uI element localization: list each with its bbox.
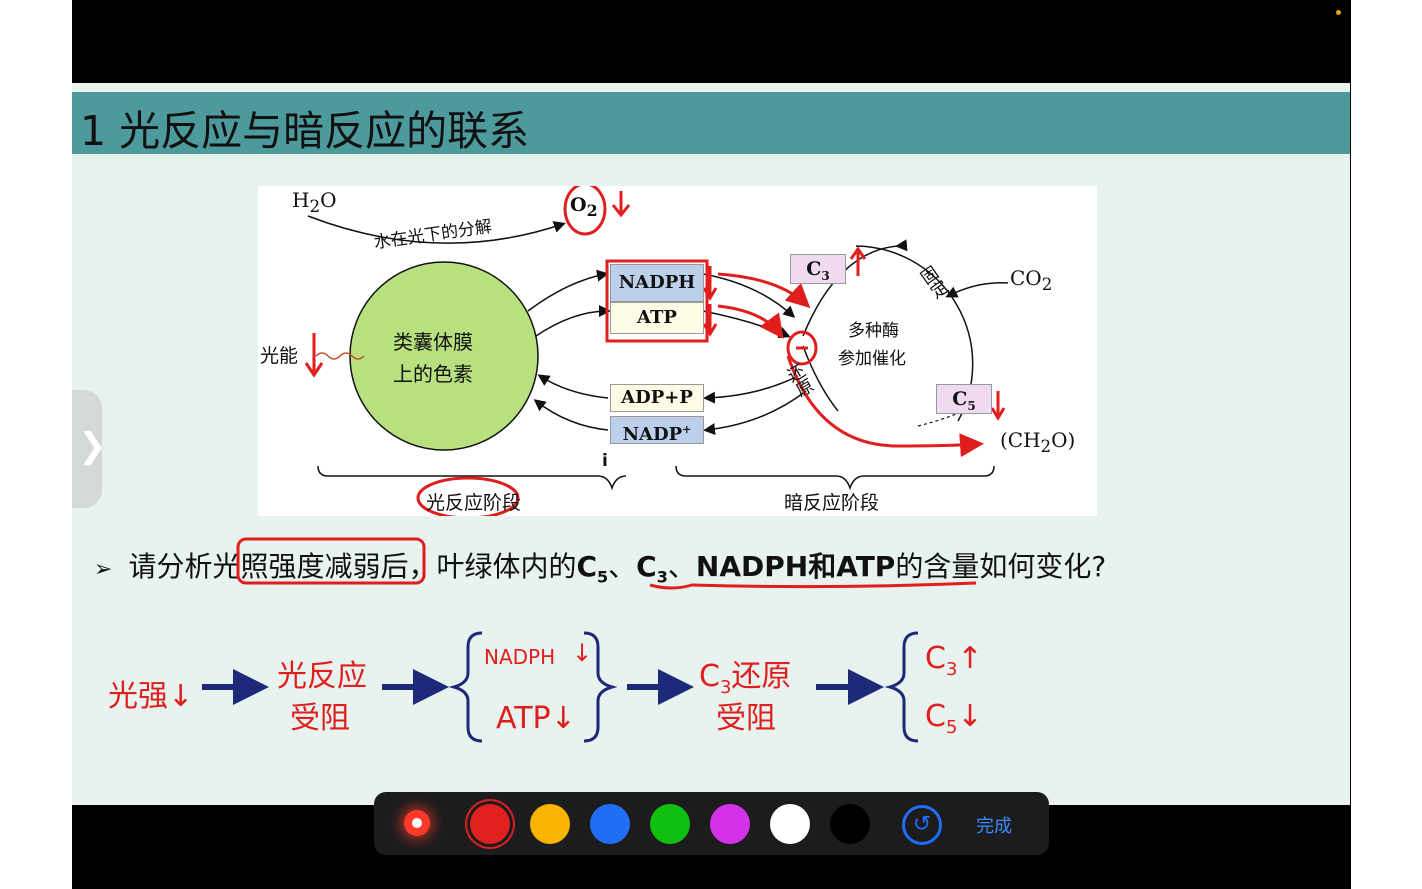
photosynthesis-diagram: H2O 水在光下的分解 O2 光能 类囊体膜 上的色素 NADPH ATP AD… <box>258 186 1097 516</box>
ch2o-label: (CH2O) <box>1000 428 1076 456</box>
nadp-box: NADP+ <box>610 416 704 445</box>
color-green[interactable] <box>650 804 690 844</box>
question-sep2: 、 <box>667 550 696 583</box>
undo-icon[interactable]: ↺ <box>902 805 942 845</box>
left-margin <box>0 0 72 889</box>
color-blue[interactable] <box>590 804 630 844</box>
color-yellow[interactable] <box>530 804 570 844</box>
question-annotations <box>236 537 977 590</box>
question-prefix: 请分析光照强度减弱后，叶绿体内的 <box>128 550 577 583</box>
slide-title: 1 光反应与暗反应的联系 <box>80 107 530 155</box>
chevron-right-icon: ❯ <box>78 426 107 466</box>
flow-c3-result: C3↑ <box>925 641 983 680</box>
flow-step-light-reaction-1: 光反应 <box>277 659 367 694</box>
color-purple[interactable] <box>710 804 750 844</box>
flow-nadph: NADPH <box>484 645 556 669</box>
side-panel-handle[interactable]: ❯ <box>72 390 107 508</box>
dark-stage-label: 暗反应阶段 <box>784 492 880 514</box>
enzymes-label-2: 参加催化 <box>838 349 906 369</box>
light-stage-label: 光反应阶段 <box>426 492 522 514</box>
c5-box: C5 <box>936 384 992 414</box>
color-red[interactable] <box>470 804 510 844</box>
flow-c3-reduction-1: C3还原 <box>699 659 792 698</box>
slide: 1 光反应与暗反应的联系 <box>72 83 1350 805</box>
atp-box: ATP <box>610 302 704 334</box>
flow-c3-reduction-2: 受阻 <box>716 701 776 736</box>
question-nadph-atp: NADPH和ATP <box>695 550 896 583</box>
c3-box: C3 <box>790 254 846 284</box>
i-mark: i <box>602 451 608 471</box>
color-black[interactable] <box>830 804 870 844</box>
laser-pointer-icon[interactable] <box>404 810 430 836</box>
done-button[interactable]: 完成 <box>976 816 1012 837</box>
adp-p-box: ADP+P <box>610 384 704 412</box>
annotation-toolbar: ↺ 完成 <box>374 792 1049 855</box>
question-suffix: 的含量如何变化? <box>895 550 1107 583</box>
pigment-label-2: 上的色素 <box>393 362 473 386</box>
question-c5: C5 <box>576 550 609 587</box>
nadph-box: NADPH <box>610 264 704 302</box>
color-white[interactable] <box>770 804 810 844</box>
question-sep1: 、 <box>608 550 637 583</box>
question-line: ➢请分析光照强度减弱后，叶绿体内的C5、C3、NADPH和ATP的含量如何变化? <box>94 545 1106 587</box>
bullet-marker: ➢ <box>94 557 113 582</box>
slide-header-bar <box>72 92 1350 154</box>
co2-label: CO2 <box>1010 266 1053 294</box>
right-margin <box>1351 0 1422 889</box>
flow-step-light-reaction-2: 受阻 <box>290 701 350 736</box>
pigment-circle <box>349 261 539 451</box>
diagram-arrows <box>304 186 1009 516</box>
h2o-label: H2O <box>292 188 337 216</box>
flow-step-light: 光强↓ <box>108 679 194 714</box>
o2-label: O2 <box>570 194 598 220</box>
status-dot <box>1336 10 1341 15</box>
flow-c5-result: C5↓ <box>925 699 983 738</box>
flow-atp: ATP↓ <box>496 701 576 736</box>
light-energy-label: 光能 <box>260 345 299 367</box>
pigment-label-1: 类囊体膜 <box>393 330 473 354</box>
flow-arrows <box>202 631 919 743</box>
enzymes-label-1: 多种酶 <box>848 321 899 341</box>
flow-nadph-arrow: ↓ <box>572 639 593 667</box>
question-c3: C3 <box>636 550 668 587</box>
